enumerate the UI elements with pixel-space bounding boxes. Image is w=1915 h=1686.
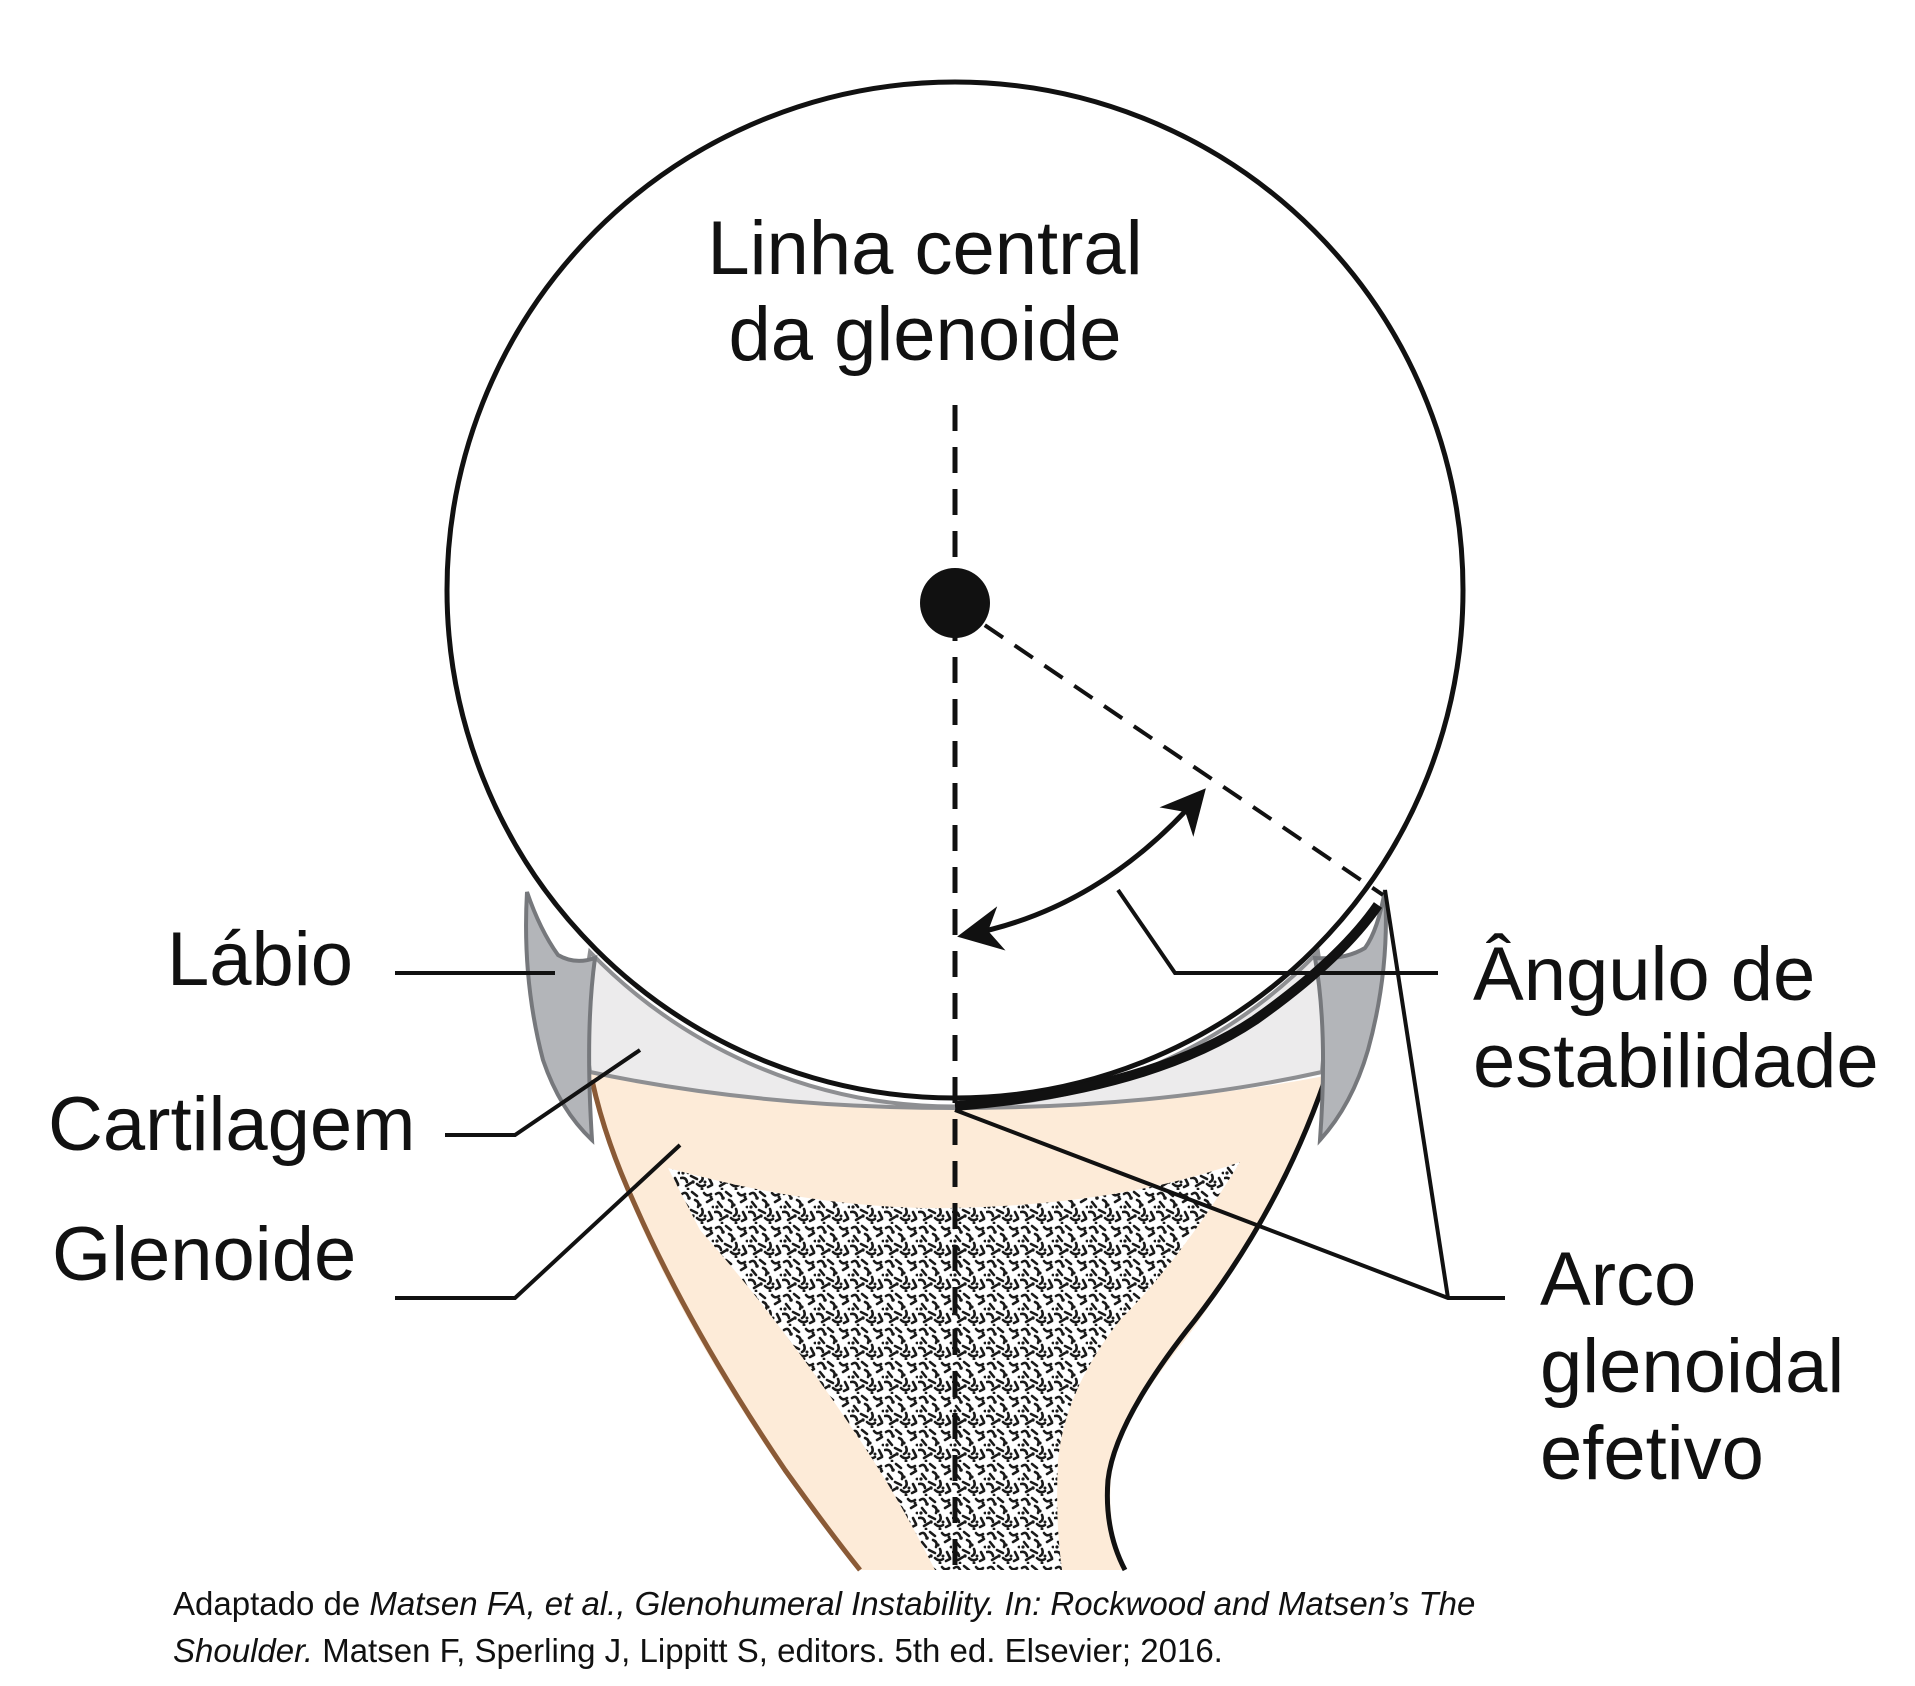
glenoid-leader [395,1143,682,1300]
label-labrum: Lábio [167,917,353,1002]
labrum-right [1312,889,1388,1146]
labrum-left [524,891,598,1145]
caption-italic-2: Shoulder. [173,1632,314,1669]
label-stability-angle-1: Ângulo de [1473,932,1815,1017]
label-stability-angle-2: estabilidade [1473,1019,1879,1104]
source-caption: Adaptado de Matsen FA, et al., Glenohume… [173,1580,1873,1674]
effective-glenoid-arc [954,902,1383,1111]
label-effective-arc-3: efetivo [1540,1411,1764,1496]
label-cartilage: Cartilagem [48,1082,415,1167]
glenoid-cortex-left [589,1079,862,1572]
effective-arc-leader-2 [1383,889,1450,1299]
cartilage-leader [445,1048,642,1137]
stability-angle-line [953,603,1385,897]
label-center-line-1: Linha central [707,206,1142,291]
caption-prefix: Adaptado de [173,1585,370,1622]
label-effective-arc-1: Arco [1540,1237,1696,1322]
caption-suffix: Matsen F, Sperling J, Lippitt S, editors… [313,1632,1223,1669]
cancellous-bone [668,1162,1240,1570]
center-point [920,568,990,638]
glenoid-cortex-right [1104,1079,1328,1572]
label-effective-arc-2: glenoidal [1540,1324,1844,1409]
label-center-line-2: da glenoide [728,292,1121,377]
caption-italic-1: Matsen FA, et al., Glenohumeral Instabil… [369,1585,1476,1622]
stability-angle-arrow [957,788,1206,951]
label-glenoid: Glenoide [52,1212,356,1297]
stability-angle-leader [1116,888,1438,975]
